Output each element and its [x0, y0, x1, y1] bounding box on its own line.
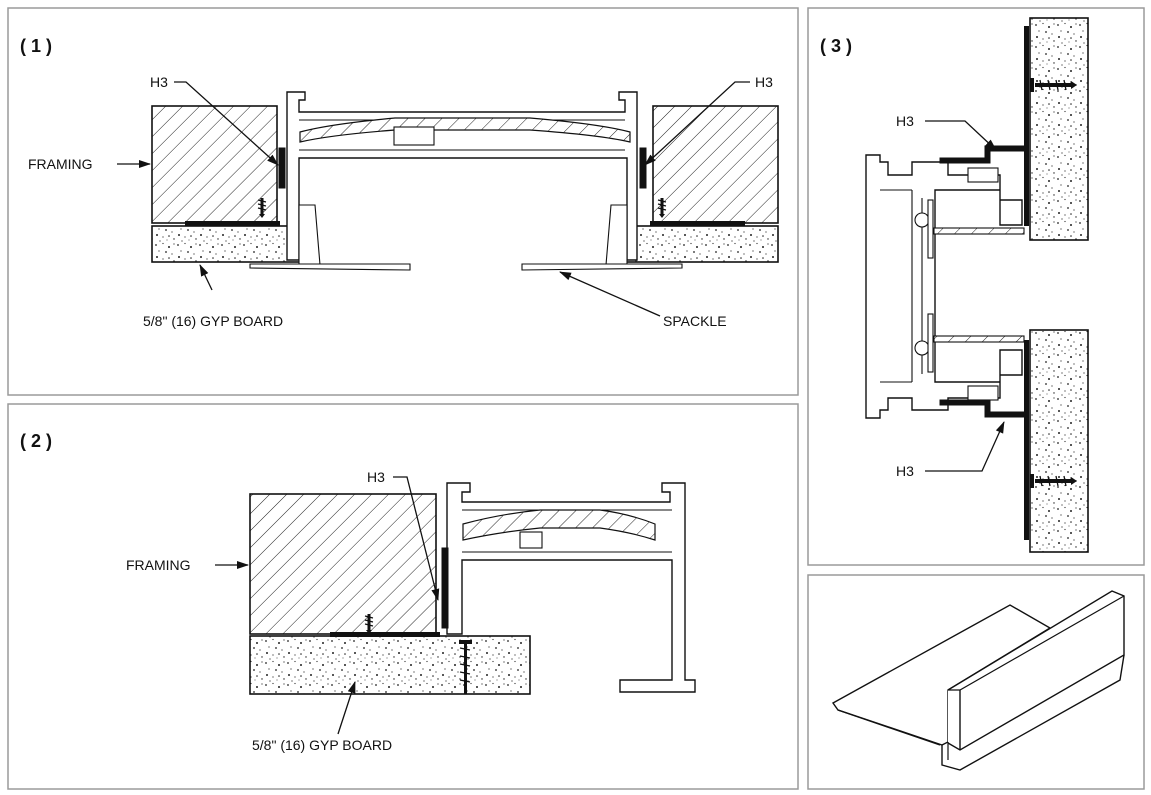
label-h3-2: H3 [367, 469, 385, 485]
leader-h3-bottom [925, 421, 1005, 472]
glazing-gasket-2 [462, 509, 656, 541]
gyp-board-right [621, 225, 779, 263]
label-framing-2: FRAMING [126, 557, 191, 573]
wall-board-bottom [1029, 329, 1089, 553]
aluminum-frame-2 [446, 482, 696, 693]
gyp-board-left [151, 225, 311, 263]
panel-1-title: ( 1 ) [20, 36, 52, 56]
framing-left [151, 105, 278, 224]
label-gyp-2: 5/8" (16) GYP BOARD [252, 737, 392, 753]
h3-clip-right [639, 147, 647, 189]
panel-3-title: ( 3 ) [820, 36, 852, 56]
label-spackle: SPACKLE [663, 313, 727, 329]
glazing-bar-top [933, 227, 1025, 235]
leader-h3-right [644, 81, 750, 166]
leader-gyp-2 [337, 681, 356, 735]
leader-h3-2 [393, 476, 440, 601]
leader-h3-left [174, 81, 279, 166]
panel-3: ( 3 ) [807, 7, 1145, 566]
label-framing-1: FRAMING [28, 156, 93, 172]
h3-isometric-part [831, 590, 1125, 771]
label-h3-bottom: H3 [896, 463, 914, 479]
gyp-board-2 [249, 635, 531, 695]
screw-2b [459, 640, 472, 694]
framing-right [652, 105, 779, 224]
h3-clip-top [939, 145, 1025, 164]
leader-h3-top [925, 120, 997, 151]
h3-clip-bottom [939, 399, 1025, 418]
spackle-trim-right [521, 263, 683, 271]
leader-spackle [559, 271, 661, 317]
wall-board-top [1029, 17, 1089, 241]
label-gyp-1: 5/8" (16) GYP BOARD [143, 313, 283, 329]
aluminum-frame-1 [286, 91, 638, 266]
glazing-gasket [299, 117, 631, 143]
h3-clip-left [278, 147, 286, 189]
label-h3-left: H3 [150, 74, 168, 90]
aluminum-frame-3 [865, 154, 1023, 419]
panel-4 [807, 574, 1145, 790]
wall-screw-bottom [1030, 474, 1077, 488]
label-h3-right: H3 [755, 74, 773, 90]
roller-bottom [914, 340, 930, 356]
wall-screw-top [1030, 78, 1077, 92]
panel-2: ( 2 ) H3 FRAMING 5/8" (16) GYP BOARD [7, 403, 799, 790]
panel-1: ( 1 ) H3 [7, 7, 799, 396]
panel-2-title: ( 2 ) [20, 431, 52, 451]
glazing-bar-bottom [933, 335, 1025, 343]
roller-top [914, 212, 930, 228]
framing-block-2 [249, 493, 437, 635]
leader-gyp-1 [199, 264, 213, 291]
label-h3-top: H3 [896, 113, 914, 129]
h3-clip-2 [441, 547, 449, 629]
spackle-trim-left [249, 263, 411, 271]
